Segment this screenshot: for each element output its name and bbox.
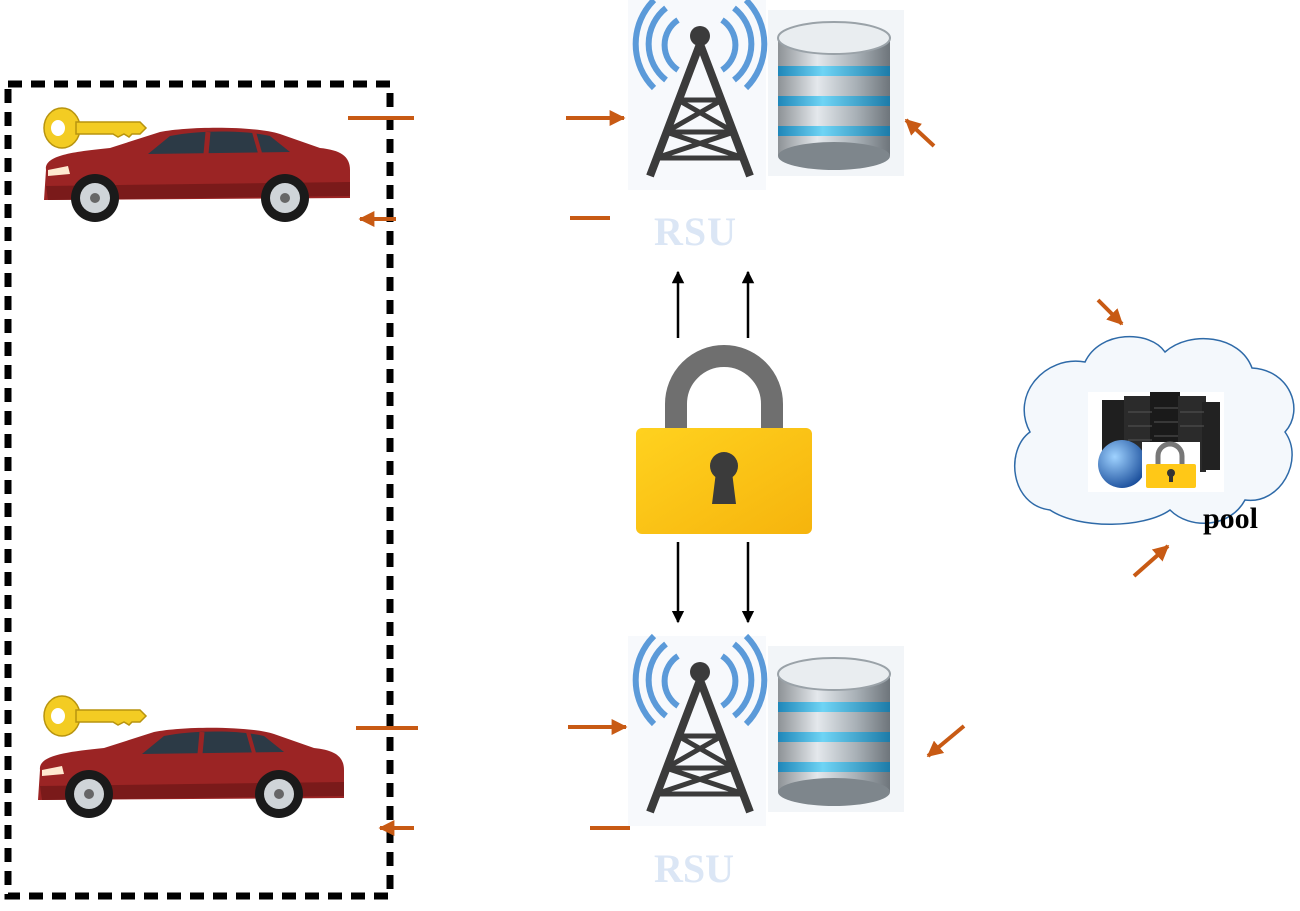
rsu-label: RSU — [654, 209, 737, 254]
arrow-down-right — [1096, 298, 1124, 326]
database-icon — [768, 646, 904, 812]
arrow-up-right — [1132, 544, 1170, 578]
vehicle-group-box — [4, 80, 394, 900]
arrow-up-left — [904, 118, 936, 148]
rsu-tower-icon — [628, 0, 768, 190]
orange-arrows — [348, 110, 1170, 836]
key-icon — [43, 107, 148, 149]
pool-label: pool — [1203, 502, 1258, 535]
black-arrows — [671, 270, 755, 624]
car-icon — [38, 727, 344, 818]
padlock-icon — [636, 345, 812, 534]
car-icon — [44, 127, 350, 222]
server-pool-icon — [1088, 392, 1224, 492]
arrow-down-left — [926, 724, 966, 758]
rsu-label: RSU — [654, 846, 734, 891]
database-icon — [768, 10, 904, 176]
rsu-tower-icon — [628, 633, 768, 826]
key-icon — [43, 695, 148, 737]
